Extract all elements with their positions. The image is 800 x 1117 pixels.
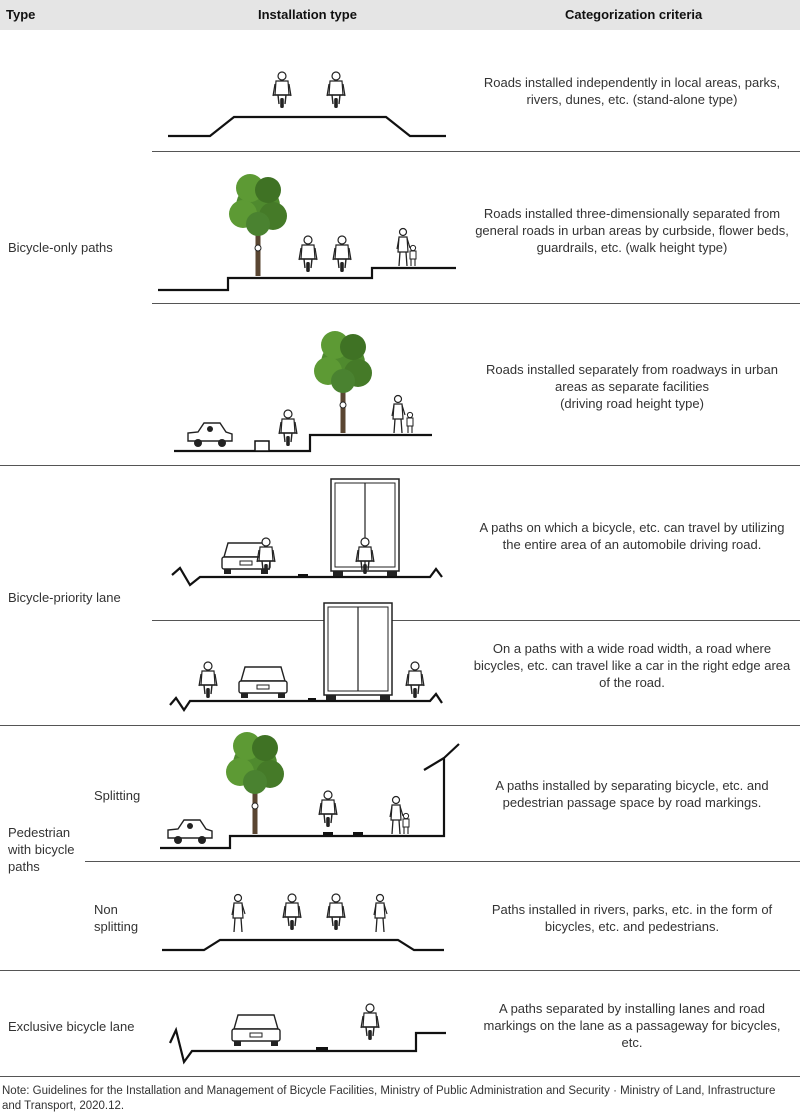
criteria-driving-road-height: Roads installed separately from roadways… (468, 361, 796, 412)
type-pedestrian-l3: paths (8, 859, 40, 874)
type-bicycle-priority-lane: Bicycle-priority lane (8, 590, 121, 605)
criteria-line: etc. (621, 1035, 643, 1050)
criteria-line: pedestrian passage space by road marking… (502, 795, 762, 810)
criteria-line: Roads installed three-dimensionally sepa… (483, 206, 781, 221)
subtype-non-splitting-l1: Non (94, 902, 118, 917)
criteria-line: Paths installed in rivers, parks, etc. i… (491, 902, 773, 917)
type-pedestrian-l2: with bicycle (8, 842, 75, 857)
row-divider (152, 151, 800, 152)
criteria-non-splitting: Paths installed in rivers, parks, etc. i… (468, 901, 796, 935)
group-divider (0, 725, 800, 726)
note-line: and Transport, 2020.12. (2, 1100, 125, 1112)
criteria-line: bicycles, etc. can travel like a car in … (473, 658, 791, 673)
figure-priority-entire-road (171, 478, 443, 587)
criteria-line: guardrails, etc. (walk height type) (536, 240, 728, 255)
criteria-line: (driving road height type) (560, 396, 704, 411)
criteria-line: Roads installed independently in local a… (483, 75, 781, 90)
criteria-line: rivers, dunes, etc. (stand-alone type) (526, 92, 738, 107)
criteria-line: general roads in urban areas by curbside… (475, 223, 789, 238)
type-exclusive-bicycle-lane: Exclusive bicycle lane (8, 1019, 135, 1034)
row-divider (152, 303, 800, 304)
row-divider (152, 620, 800, 621)
criteria-line: of the road. (599, 675, 665, 690)
criteria-line: A paths separated by installing lanes an… (499, 1001, 765, 1016)
table-bottom-line (0, 1076, 800, 1077)
source-note: Note: Guidelines for the Installation an… (2, 1084, 798, 1114)
figure-splitting (160, 731, 460, 850)
criteria-line: bicycles, etc. and pedestrians. (544, 919, 720, 934)
criteria-splitting: A paths installed by separating bicycle,… (468, 777, 796, 811)
figure-driving-road-height (174, 330, 432, 453)
figure-non-splitting (162, 893, 444, 952)
header-criteria: Categorization criteria (565, 7, 703, 22)
criteria-line: A paths on which a bicycle, etc. can tra… (479, 520, 785, 535)
criteria-priority-entire: A paths on which a bicycle, etc. can tra… (468, 519, 796, 553)
criteria-priority-right-edge: On a paths with a wide road width, a roa… (468, 640, 796, 691)
header-type: Type (6, 7, 36, 22)
criteria-line: A paths installed by separating bicycle,… (495, 778, 769, 793)
figure-stand-alone (168, 71, 446, 138)
header-installation-type: Installation type (258, 7, 357, 22)
criteria-stand-alone: Roads installed independently in local a… (468, 74, 796, 108)
criteria-line: the entire area of an automobile driving… (502, 537, 762, 552)
figure-walk-height (158, 173, 456, 292)
figure-priority-right-edge (169, 602, 443, 712)
criteria-walk-height: Roads installed three-dimensionally sepa… (468, 205, 796, 256)
criteria-line: On a paths with a wide road width, a roa… (492, 641, 772, 656)
criteria-line: markings on the lane as a passageway for… (483, 1018, 781, 1033)
note-line: Note: Guidelines for the Installation an… (2, 1085, 776, 1097)
subtype-non-splitting-l2: splitting (94, 919, 139, 934)
row-divider (85, 861, 800, 862)
group-divider (0, 970, 800, 971)
type-bicycle-only-paths: Bicycle-only paths (8, 240, 113, 255)
criteria-line: Roads installed separately from roadways… (486, 362, 778, 377)
subtype-splitting: Splitting (94, 788, 141, 803)
figure-exclusive-lane (169, 1003, 446, 1065)
table-header (0, 0, 800, 30)
group-divider (0, 465, 800, 466)
criteria-line: areas as separate facilities (555, 379, 709, 394)
criteria-exclusive: A paths separated by installing lanes an… (468, 1000, 796, 1051)
type-pedestrian-l1: Pedestrian (8, 825, 71, 840)
